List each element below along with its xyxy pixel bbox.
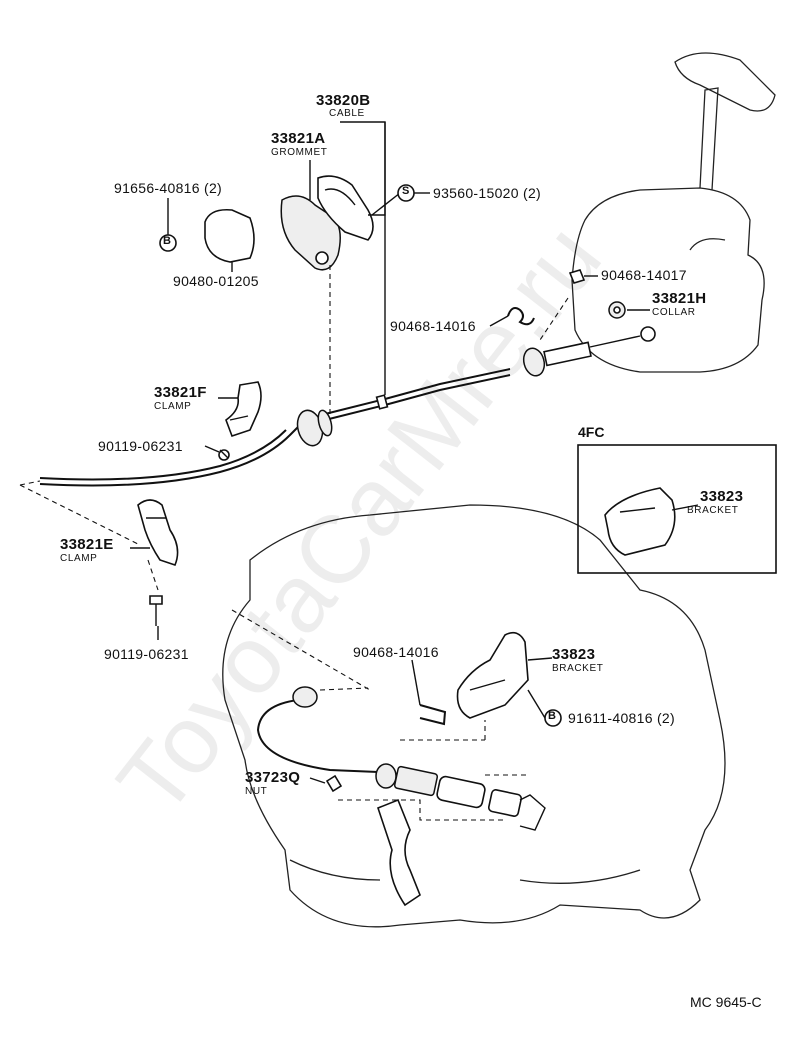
- label-bracket-pn: 33823: [552, 646, 596, 663]
- lower-cable: [256, 686, 546, 831]
- label-clip-90468-14017: 90468-14017: [601, 267, 687, 283]
- label-clamp-e-name: CLAMP: [60, 553, 98, 564]
- label-bolt-91656: 91656-40816 (2): [114, 180, 223, 196]
- symbol-b-1: B: [163, 235, 171, 247]
- bolt-symbol-b-1: [159, 234, 177, 252]
- label-cable-pn: 33820B: [316, 92, 371, 109]
- inset-frame: [577, 444, 777, 574]
- stud-symbol-s: [397, 184, 415, 202]
- clip-90468-14017: [568, 269, 586, 284]
- clamp-33821e: [137, 499, 179, 566]
- label-stud-93560: 93560-15020 (2): [433, 185, 542, 201]
- diagram-reference-code: MC 9645-C: [690, 994, 762, 1010]
- label-bracket-inset-name: BRACKET: [687, 505, 739, 516]
- label-bolt-91611: 91611-40816 (2): [568, 710, 675, 726]
- cap-90480: [204, 208, 255, 263]
- inset-title: 4FC: [578, 424, 605, 440]
- label-clamp-f-pn: 33821F: [154, 384, 207, 401]
- label-clamp-f-name: CLAMP: [154, 401, 192, 412]
- clip-90468-14016-lower: [419, 704, 447, 726]
- bracket-33823-lower: [456, 631, 529, 719]
- label-grommet-name: GROMMET: [271, 147, 328, 158]
- label-bolt-90119-a: 90119-06231: [98, 438, 183, 454]
- collar-33821h: [608, 301, 626, 319]
- label-clip-90468-14016-top: 90468-14016: [390, 318, 476, 334]
- cable-plate: [317, 175, 374, 241]
- label-bolt-90119-b: 90119-06231: [104, 646, 189, 662]
- symbol-s: S: [402, 185, 410, 197]
- bracket-33823-inset: [604, 487, 676, 556]
- clamp-33821f: [218, 381, 262, 461]
- label-nut-pn: 33723Q: [245, 769, 301, 786]
- label-bracket-inset-pn: 33823: [700, 488, 744, 505]
- shift-lever-lower: [377, 798, 421, 907]
- grommet-33821a: [280, 195, 341, 271]
- label-collar-pn: 33821H: [652, 290, 707, 307]
- label-collar-name: COLLAR: [652, 307, 696, 318]
- shifter-housing-outline: [571, 52, 776, 373]
- label-grommet-pn: 33821A: [271, 130, 326, 147]
- label-bracket-name: BRACKET: [552, 663, 604, 674]
- transaxle-outline: [222, 504, 726, 928]
- nut-33723q: [325, 774, 343, 793]
- label-clip-90468-14016-lower: 90468-14016: [353, 644, 439, 660]
- symbol-b-2: B: [548, 710, 556, 722]
- shift-cable: [19, 326, 656, 487]
- clip-90468-14016-top: [507, 307, 535, 326]
- label-clamp-e-pn: 33821E: [60, 536, 114, 553]
- label-cap-90480: 90480-01205: [173, 273, 259, 289]
- label-cable-name: CABLE: [329, 108, 365, 119]
- label-nut-name: NUT: [245, 786, 268, 797]
- leader-lines: [19, 121, 699, 821]
- bolt-symbol-b-2: [544, 709, 562, 727]
- bolt-90119-lower: [149, 595, 163, 626]
